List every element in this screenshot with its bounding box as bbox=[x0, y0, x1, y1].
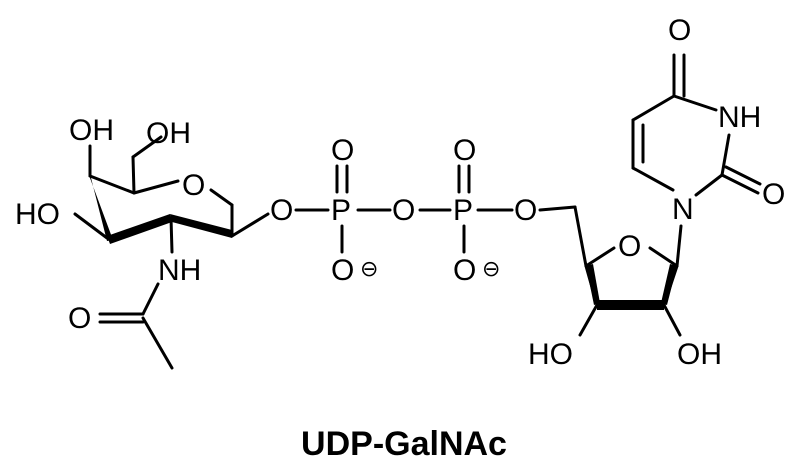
label-p2: P bbox=[453, 194, 473, 227]
charge-minus-1: ⊖ bbox=[360, 257, 378, 282]
wedge-bond-c3-c2 bbox=[107, 214, 172, 244]
label-o-ring-ribose: O bbox=[618, 230, 641, 263]
label-oh-c4: OH bbox=[69, 114, 114, 147]
label-nh: NH bbox=[158, 254, 201, 287]
label-o-p1-minus: O bbox=[331, 254, 354, 287]
ribose-ring bbox=[573, 205, 683, 337]
wedge-bond-c4-c3 bbox=[90, 174, 113, 241]
label-o-bridge: O bbox=[392, 194, 415, 227]
label-o-p2-top: O bbox=[453, 134, 476, 167]
label-o-acetyl: O bbox=[68, 302, 91, 335]
label-nh-uracil: NH bbox=[718, 101, 761, 134]
galnac-ring bbox=[73, 135, 270, 370]
label-o-5prime: O bbox=[514, 194, 537, 227]
label-p1: P bbox=[331, 194, 351, 227]
label-ho-ribose-3: HO bbox=[528, 338, 573, 371]
label-o-uracil-c2: O bbox=[762, 178, 785, 211]
label-o-p1-top: O bbox=[331, 134, 354, 167]
uracil-ring bbox=[631, 53, 762, 197]
label-o-ring-sugar: O bbox=[182, 169, 205, 202]
bold-bond-ribose bbox=[597, 300, 664, 310]
diphosphate-chain bbox=[294, 164, 577, 254]
molecule-name: UDP-GalNAc bbox=[301, 425, 507, 463]
label-ho-c3: HO bbox=[15, 198, 60, 231]
wedge-bond-ribose-left bbox=[586, 264, 600, 305]
label-o-p2-minus: O bbox=[453, 254, 476, 287]
charge-minus-2: ⊖ bbox=[482, 257, 500, 282]
wedge-bond-c2-c1 bbox=[170, 214, 232, 238]
wedge-bond-ribose-right bbox=[661, 264, 677, 305]
label-oh-c6: OH bbox=[146, 117, 191, 150]
label-o-uracil-c4: O bbox=[668, 14, 691, 47]
label-o-anomeric: O bbox=[270, 194, 293, 227]
label-n1: N bbox=[672, 193, 694, 226]
label-oh-ribose-2: OH bbox=[677, 338, 722, 371]
